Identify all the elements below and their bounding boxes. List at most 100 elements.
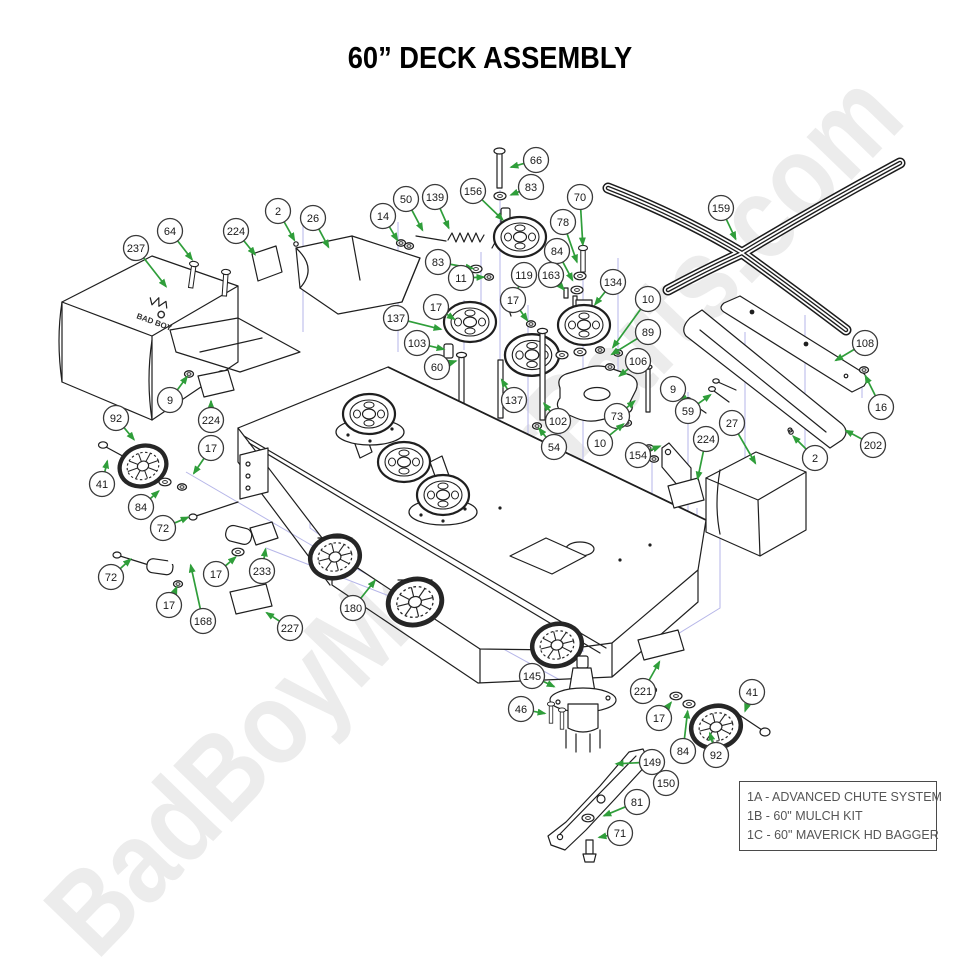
svg-text:108: 108 xyxy=(856,338,874,350)
callout-72: 72 xyxy=(149,514,190,542)
svg-text:10: 10 xyxy=(642,294,654,306)
callout-17: 17 xyxy=(202,555,237,588)
callout-221: 221 xyxy=(629,660,661,705)
callout-150: 150 xyxy=(652,769,680,797)
svg-text:237: 237 xyxy=(127,243,145,255)
pulley-cluster-drawing xyxy=(442,215,612,430)
svg-text:156: 156 xyxy=(464,186,482,198)
svg-text:102: 102 xyxy=(549,416,567,428)
callout-72: 72 xyxy=(97,558,132,591)
legend-item-1b: 1B - 60" MULCH KIT xyxy=(747,808,863,823)
callout-224: 224 xyxy=(197,399,225,434)
svg-text:17: 17 xyxy=(205,443,217,455)
callout-17: 17 xyxy=(499,286,529,322)
callout-14: 14 xyxy=(369,202,399,242)
svg-text:134: 134 xyxy=(604,277,622,289)
left-caster-drawing xyxy=(97,439,188,493)
callout-17: 17 xyxy=(645,701,673,732)
svg-text:224: 224 xyxy=(697,434,715,446)
svg-text:11: 11 xyxy=(455,273,466,285)
legend-item-1c: 1C - 60" MAVERICK HD BAGGER xyxy=(747,827,939,842)
drive-belt-drawing xyxy=(602,157,906,336)
svg-text:139: 139 xyxy=(426,192,444,204)
svg-text:72: 72 xyxy=(105,572,117,584)
callout-81: 81 xyxy=(602,788,651,817)
callout-60: 60 xyxy=(423,353,458,381)
svg-text:106: 106 xyxy=(629,356,647,368)
svg-text:66: 66 xyxy=(530,155,542,167)
svg-text:84: 84 xyxy=(551,246,563,258)
svg-text:159: 159 xyxy=(712,203,730,215)
svg-text:150: 150 xyxy=(657,778,675,790)
pushrod-assembly-drawing xyxy=(112,501,253,588)
svg-text:54: 54 xyxy=(548,442,560,454)
svg-text:17: 17 xyxy=(430,302,442,314)
callout-108: 108 xyxy=(834,329,879,362)
callout-17: 17 xyxy=(192,434,225,475)
callout-102: 102 xyxy=(542,402,572,435)
svg-text:2: 2 xyxy=(275,206,281,218)
stickers-drawing xyxy=(197,245,705,661)
callout-134: 134 xyxy=(593,268,627,306)
callout-59: 59 xyxy=(674,393,712,425)
svg-text:92: 92 xyxy=(110,413,122,425)
svg-text:81: 81 xyxy=(631,797,643,809)
callout-224: 224 xyxy=(692,425,720,481)
svg-text:17: 17 xyxy=(653,713,665,725)
callout-92: 92 xyxy=(702,731,730,769)
svg-text:72: 72 xyxy=(157,523,169,535)
callout-84: 84 xyxy=(127,490,160,521)
svg-text:59: 59 xyxy=(682,406,694,418)
callout-9: 9 xyxy=(156,375,189,414)
svg-text:2: 2 xyxy=(812,453,818,465)
callout-2: 2 xyxy=(264,197,296,242)
right-chute-cover-drawing xyxy=(705,429,807,557)
callout-137: 137 xyxy=(382,304,443,332)
callout-41: 41 xyxy=(738,678,766,713)
callout-224: 224 xyxy=(222,217,257,256)
svg-text:70: 70 xyxy=(574,192,586,204)
callout-41: 41 xyxy=(88,459,116,498)
svg-text:17: 17 xyxy=(210,569,222,581)
svg-text:17: 17 xyxy=(163,600,175,612)
callout-159: 159 xyxy=(707,194,737,241)
svg-text:221: 221 xyxy=(634,686,652,698)
callout-16: 16 xyxy=(864,374,895,421)
callout-180: 180 xyxy=(339,579,377,622)
callout-84: 84 xyxy=(669,709,697,765)
discharge-chute-drawing: BAD BOY xyxy=(58,255,301,421)
svg-text:224: 224 xyxy=(227,226,245,238)
callout-139: 139 xyxy=(421,183,450,230)
chute-baffle-drawing xyxy=(293,235,421,315)
svg-text:60: 60 xyxy=(431,362,443,374)
callout-46: 46 xyxy=(507,695,547,723)
callout-168: 168 xyxy=(188,563,217,635)
callout-83: 83 xyxy=(424,248,475,276)
callout-64: 64 xyxy=(156,217,194,261)
svg-text:27: 27 xyxy=(726,418,738,430)
svg-text:64: 64 xyxy=(164,226,176,238)
svg-text:137: 137 xyxy=(505,395,523,407)
callout-149: 149 xyxy=(614,748,666,776)
svg-text:10: 10 xyxy=(594,438,606,450)
svg-text:137: 137 xyxy=(387,313,405,325)
svg-text:46: 46 xyxy=(515,704,527,716)
callout-71: 71 xyxy=(597,819,634,847)
svg-text:92: 92 xyxy=(710,750,722,762)
legend-item-1a: 1A - ADVANCED CHUTE SYSTEM xyxy=(747,790,942,804)
callout-2: 2 xyxy=(792,435,829,472)
deck-shell-drawing xyxy=(237,366,707,684)
svg-text:71: 71 xyxy=(614,828,626,840)
callout-11: 11 xyxy=(447,264,486,292)
callout-17: 17 xyxy=(155,585,183,619)
svg-text:84: 84 xyxy=(135,502,147,514)
svg-text:84: 84 xyxy=(677,746,689,758)
callout-83: 83 xyxy=(509,173,545,201)
callout-27: 27 xyxy=(718,409,757,465)
right-baffles-drawing xyxy=(683,295,870,449)
svg-text:41: 41 xyxy=(746,687,758,699)
callout-106: 106 xyxy=(618,347,652,378)
